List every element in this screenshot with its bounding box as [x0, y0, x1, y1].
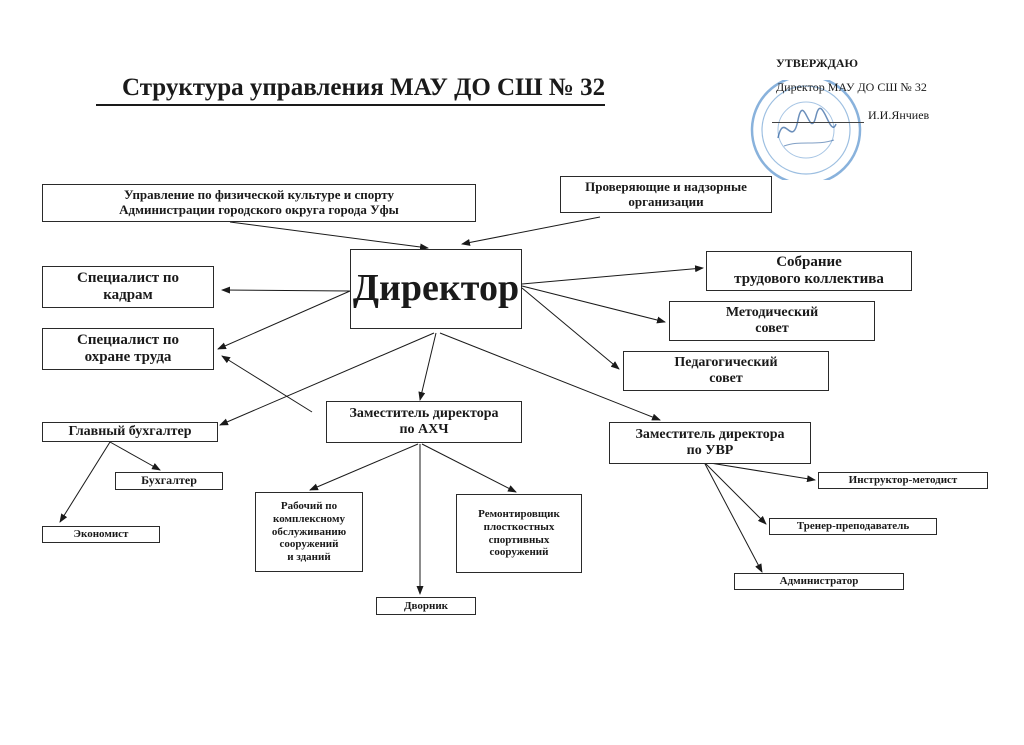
node-metod-sovet-label: Методический совет [725, 304, 819, 336]
arrow-zam-uvr-to-instruktor [703, 461, 816, 483]
node-rabochiy-label: Рабочий по комплексному обслуживанию соо… [271, 500, 347, 563]
arrow-direktor-to-metod [521, 285, 666, 324]
arrow-upravlenie-to-direktor [229, 221, 429, 251]
node-administrator: Администратор [734, 573, 904, 590]
node-glav-buh: Главный бухгалтер [42, 422, 218, 442]
arrow-direktor-to-sobranie [521, 265, 704, 285]
arrow-direktor-to-glav-buh [219, 332, 435, 426]
arrow-zam-ahch-to-remont [421, 443, 517, 493]
node-specialist-ohrana: Специалист по охране труда [42, 328, 214, 370]
node-specialist-ohrana-label: Специалист по охране труда [76, 331, 180, 365]
node-sobranie: Собрание трудового коллектива [706, 251, 912, 291]
arrow-glav-buh-to-buhgalter [109, 441, 161, 471]
node-specialist-kadry-label: Специалист по кадрам [76, 269, 180, 303]
page-title: Структура управления МАУ ДО СШ № 32 [96, 74, 606, 106]
approval-heading: УТВЕРЖДАЮ [776, 56, 859, 70]
node-remontirovshchik: Ремонтировщик плосткостных спортивных со… [456, 494, 582, 573]
stamp-seal [750, 80, 862, 180]
node-specialist-kadry: Специалист по кадрам [42, 266, 214, 308]
node-instruktor-label: Инструктор-методист [848, 474, 958, 487]
node-administrator-label: Администратор [779, 575, 859, 588]
node-trener-label: Тренер-преподаватель [796, 520, 910, 533]
arrow-proveryayushchie-to-direktor [461, 216, 601, 246]
arrow-direktor-to-zam-ahch [418, 332, 437, 401]
node-direktor: Директор [350, 249, 522, 329]
node-ekonomist: Экономист [42, 526, 160, 543]
signature-line [772, 122, 864, 123]
approval-signer: И.И.Янчиев [868, 108, 930, 122]
node-zam-uvr-label: Заместитель директора по УВР [635, 426, 785, 458]
node-zam-ahch: Заместитель директора по АХЧ [326, 401, 522, 443]
arrow-zam-ahch-to-rabochiy [309, 443, 419, 491]
node-remontirovshchik-label: Ремонтировщик плосткостных спортивных со… [478, 508, 560, 559]
node-ped-sovet: Педагогический совет [623, 351, 829, 391]
node-upravlenie-label: Управление по физической культуре и спор… [119, 187, 399, 217]
node-upravlenie: Управление по физической культуре и спор… [42, 184, 476, 222]
node-buhgalter-label: Бухгалтер [141, 473, 197, 488]
arrow-zam-uvr-to-trener [703, 461, 767, 525]
arrow-glav-buh-to-ekonomist [59, 441, 111, 523]
node-proveryayushchie: Проверяющие и надзорные организации [560, 176, 772, 213]
node-ped-sovet-label: Педагогический совет [674, 354, 778, 386]
node-direktor-label: Директор [352, 267, 520, 310]
node-instruktor: Инструктор-методист [818, 472, 988, 489]
node-zam-ahch-label: Заместитель директора по АХЧ [349, 405, 499, 437]
node-dvornik: Дворник [376, 597, 476, 615]
node-zam-uvr: Заместитель директора по УВР [609, 422, 811, 464]
node-buhgalter: Бухгалтер [115, 472, 223, 490]
node-proveryayushchie-label: Проверяющие и надзорные организации [585, 178, 747, 209]
arrow-direktor-to-ohrana [217, 290, 351, 350]
node-ekonomist-label: Экономист [73, 528, 129, 541]
arrow-zam-ahch-to-ohrana [221, 355, 313, 413]
node-trener: Тренер-преподаватель [769, 518, 937, 535]
node-dvornik-label: Дворник [403, 599, 449, 612]
arrow-direktor-to-zam-uvr [439, 332, 661, 421]
arrow-zam-uvr-to-administrator [703, 461, 763, 573]
node-rabochiy: Рабочий по комплексному обслуживанию соо… [255, 492, 363, 572]
approval-position: Директор МАУ ДО СШ № 32 [776, 80, 927, 94]
node-sobranie-label: Собрание трудового коллектива [734, 253, 884, 287]
node-glav-buh-label: Главный бухгалтер [68, 423, 192, 439]
arrow-direktor-to-ped [521, 287, 620, 370]
node-metod-sovet: Методический совет [669, 301, 875, 341]
arrow-direktor-to-kadry [221, 286, 351, 294]
